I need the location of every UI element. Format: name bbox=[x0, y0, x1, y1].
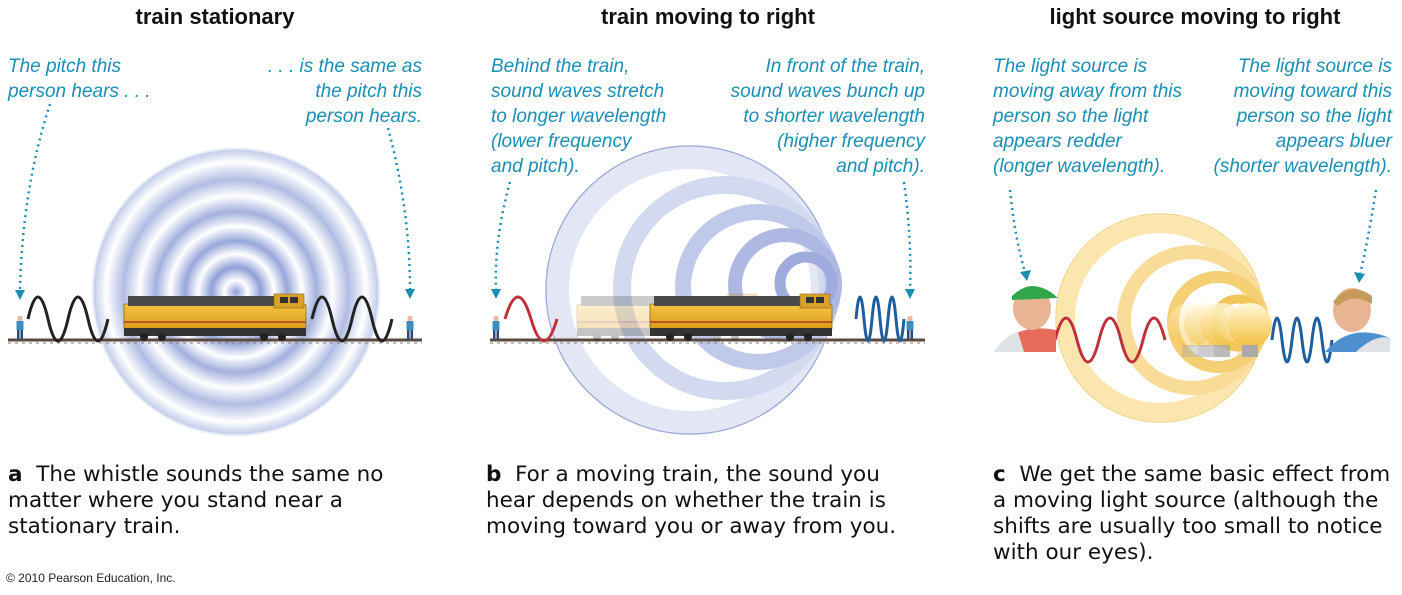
panel-b-note-left: Behind the train, sound waves stretch to… bbox=[491, 54, 666, 179]
pointer-arrow-icon bbox=[491, 289, 501, 299]
panel-c-note-left: The light source is moving away from thi… bbox=[993, 54, 1182, 179]
panel-c-art bbox=[994, 189, 1390, 423]
panel-c-title: light source moving to right bbox=[1049, 4, 1341, 29]
light-wave-left-red bbox=[1053, 316, 1167, 364]
note-line: person so the light bbox=[993, 106, 1149, 127]
panel-b-note-right: In front of the train, sound waves bunch… bbox=[725, 54, 925, 179]
note-line: In front of the train, bbox=[765, 56, 925, 77]
sound-wave-left bbox=[26, 295, 110, 343]
sound-wave-right-short bbox=[854, 295, 906, 343]
note-line: sound waves bunch up bbox=[730, 81, 925, 102]
note-line: sound waves stretch bbox=[491, 81, 665, 102]
observer-left-icon bbox=[994, 286, 1058, 352]
note-line: The light source is bbox=[993, 56, 1148, 77]
copyright-notice: © 2010 Pearson Education, Inc. bbox=[6, 571, 176, 585]
pointer-arrow-icon bbox=[15, 290, 25, 300]
panel-a-art bbox=[8, 103, 422, 438]
light-bulbs-icon bbox=[1168, 303, 1272, 357]
pointer-line bbox=[386, 127, 412, 291]
note-line: appears bluer bbox=[1275, 131, 1392, 152]
note-line: to shorter wavelength bbox=[743, 106, 925, 127]
sound-wave-right bbox=[310, 295, 394, 343]
panel-b-title: train moving to right bbox=[601, 4, 815, 29]
panel-c-caption: c We get the same basic effect from a mo… bbox=[993, 462, 1393, 566]
note-line: (higher frequency bbox=[777, 131, 925, 152]
sound-wave-rings-shifted bbox=[545, 145, 842, 435]
pointer-line bbox=[1008, 189, 1028, 276]
panel-a-title: train stationary bbox=[135, 4, 295, 29]
pointer-line bbox=[1358, 189, 1378, 276]
sound-wave-rings bbox=[90, 146, 382, 438]
note-line: moving away from this bbox=[993, 81, 1183, 102]
panel-a-note-left: The pitch this person hears . . . bbox=[8, 54, 151, 104]
note-line: to longer wavelength bbox=[491, 106, 667, 127]
caption-letter: c bbox=[993, 462, 1006, 487]
panel-a-caption: a The whistle sounds the same no matter … bbox=[8, 462, 448, 540]
caption-text: For a moving train, the sound you hear d… bbox=[486, 462, 897, 539]
note-line: and pitch). bbox=[491, 156, 580, 177]
note-line: person hears. bbox=[305, 106, 422, 127]
note-line: person hears . . . bbox=[8, 81, 151, 102]
note-line: (shorter wavelength). bbox=[1213, 156, 1392, 177]
sound-wave-left-long bbox=[503, 295, 559, 343]
listener-left-icon bbox=[16, 316, 24, 339]
note-line: The light source is bbox=[1237, 56, 1392, 77]
note-line: and pitch). bbox=[836, 156, 925, 177]
pointer-arrow-icon bbox=[405, 289, 415, 299]
listener-right-icon bbox=[406, 316, 414, 339]
panel-c-note-right: The light source is moving toward this p… bbox=[1192, 54, 1392, 179]
note-line: The pitch this bbox=[8, 56, 121, 77]
observer-right-icon bbox=[1325, 288, 1390, 352]
note-line: moving toward this bbox=[1233, 81, 1392, 102]
panel-b-caption: b For a moving train, the sound you hear… bbox=[486, 462, 926, 540]
note-line: (lower frequency bbox=[491, 131, 632, 152]
note-line: . . . is the same as bbox=[267, 56, 422, 77]
pointer-line bbox=[902, 181, 912, 291]
pointer-line bbox=[494, 181, 512, 291]
caption-text: We get the same basic effect from a movi… bbox=[993, 462, 1391, 565]
note-line: person so the light bbox=[1236, 106, 1392, 127]
listener-left-icon bbox=[492, 316, 500, 339]
note-line: appears redder bbox=[993, 131, 1122, 152]
pointer-arrow-icon bbox=[905, 289, 915, 299]
caption-letter: a bbox=[8, 462, 23, 487]
panel-b-art bbox=[490, 145, 925, 435]
pointer-arrow-icon bbox=[1354, 272, 1365, 283]
panel-a-note-right: . . . is the same as the pitch this pers… bbox=[232, 54, 422, 129]
train-icon bbox=[649, 293, 833, 342]
note-line: Behind the train, bbox=[491, 56, 630, 77]
listener-right-icon bbox=[906, 316, 914, 339]
train-icon bbox=[123, 293, 307, 342]
pointer-line bbox=[18, 103, 52, 293]
light-wave-right-blue bbox=[1270, 316, 1334, 364]
pointer-arrow-icon bbox=[1020, 270, 1031, 281]
note-line: (longer wavelength). bbox=[993, 156, 1166, 177]
caption-letter: b bbox=[486, 462, 502, 487]
caption-text: The whistle sounds the same no matter wh… bbox=[8, 462, 384, 539]
note-line: the pitch this bbox=[315, 81, 422, 102]
